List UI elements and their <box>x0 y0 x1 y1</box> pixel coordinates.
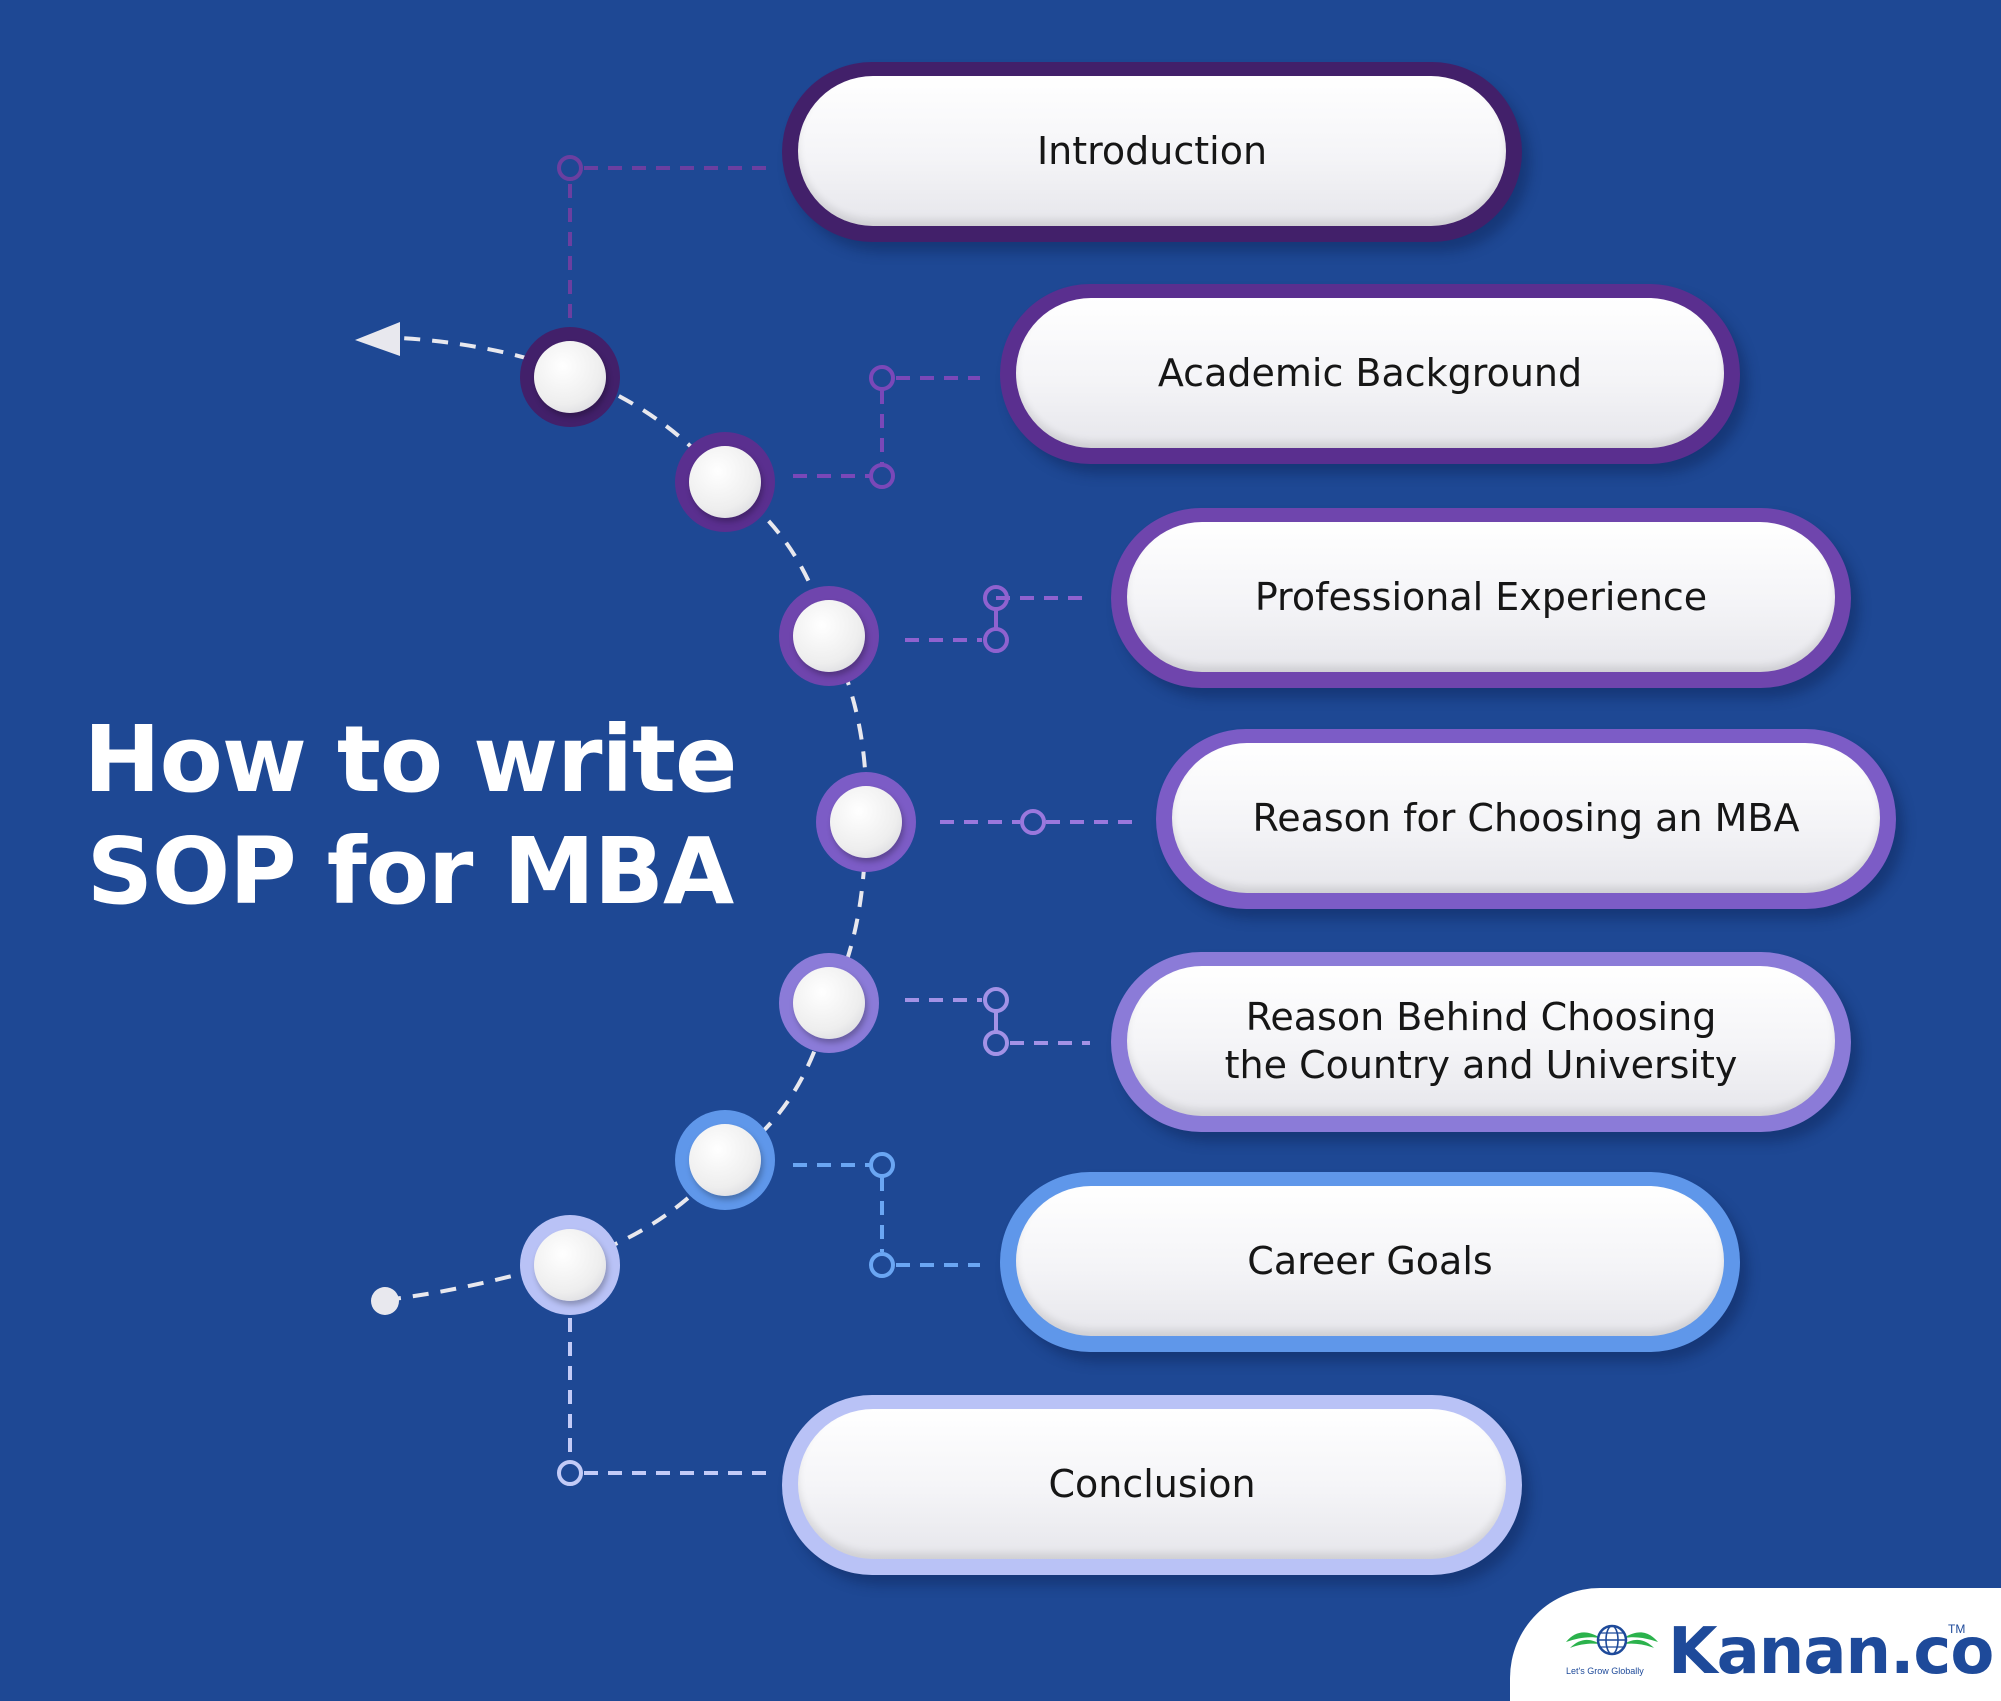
logo-card <box>1510 1588 2001 1701</box>
logo-trademark: TM <box>1948 1622 1966 1636</box>
timeline-node-7 <box>520 1215 620 1315</box>
connector-step-3 <box>905 596 1090 642</box>
timeline-node-4 <box>816 772 916 872</box>
step-professional-experience: Professional Experience <box>1111 508 1851 688</box>
step-label: Introduction <box>1036 129 1268 173</box>
step-introduction: Introduction <box>782 62 1522 242</box>
timeline-node-1 <box>520 327 620 427</box>
step-academic-background: Academic Background <box>1000 284 1740 464</box>
step-reason-country-university: Reason Behind Choosing the Country and U… <box>1111 952 1851 1132</box>
arrow-head-icon <box>355 322 400 356</box>
title-line-2: SOP for MBA <box>86 818 734 925</box>
connector-step-2 <box>793 376 980 478</box>
step-conclusion: Conclusion <box>782 1395 1522 1575</box>
logo-wordmark: Kanan.co <box>1668 1615 1994 1689</box>
timeline-node-2 <box>675 432 775 532</box>
timeline-node-3 <box>779 586 879 686</box>
connector-step-7 <box>568 1318 770 1475</box>
step-label: Academic Background <box>1157 351 1583 395</box>
connector-step-5 <box>905 998 1090 1045</box>
title-line-1: How to write <box>83 706 738 813</box>
logo-tagline: Let's Grow Globally <box>1566 1666 1644 1676</box>
connector-step-1 <box>568 166 770 318</box>
start-dot-icon <box>371 1287 399 1315</box>
globe-wings-icon <box>1566 1624 1658 1656</box>
connector-step-6 <box>793 1163 980 1267</box>
step-label: Reason for Choosing an MBA <box>1252 796 1800 840</box>
step-label: Reason Behind Choosing the Country and U… <box>1224 995 1738 1087</box>
step-career-goals: Career Goals <box>1000 1172 1740 1352</box>
step-label: Career Goals <box>1247 1239 1493 1283</box>
step-label: Professional Experience <box>1254 575 1708 619</box>
step-reason-for-mba: Reason for Choosing an MBA <box>1156 729 1896 909</box>
timeline-node-6 <box>675 1110 775 1210</box>
step-label: Conclusion <box>1048 1462 1256 1506</box>
timeline-node-5 <box>779 953 879 1053</box>
